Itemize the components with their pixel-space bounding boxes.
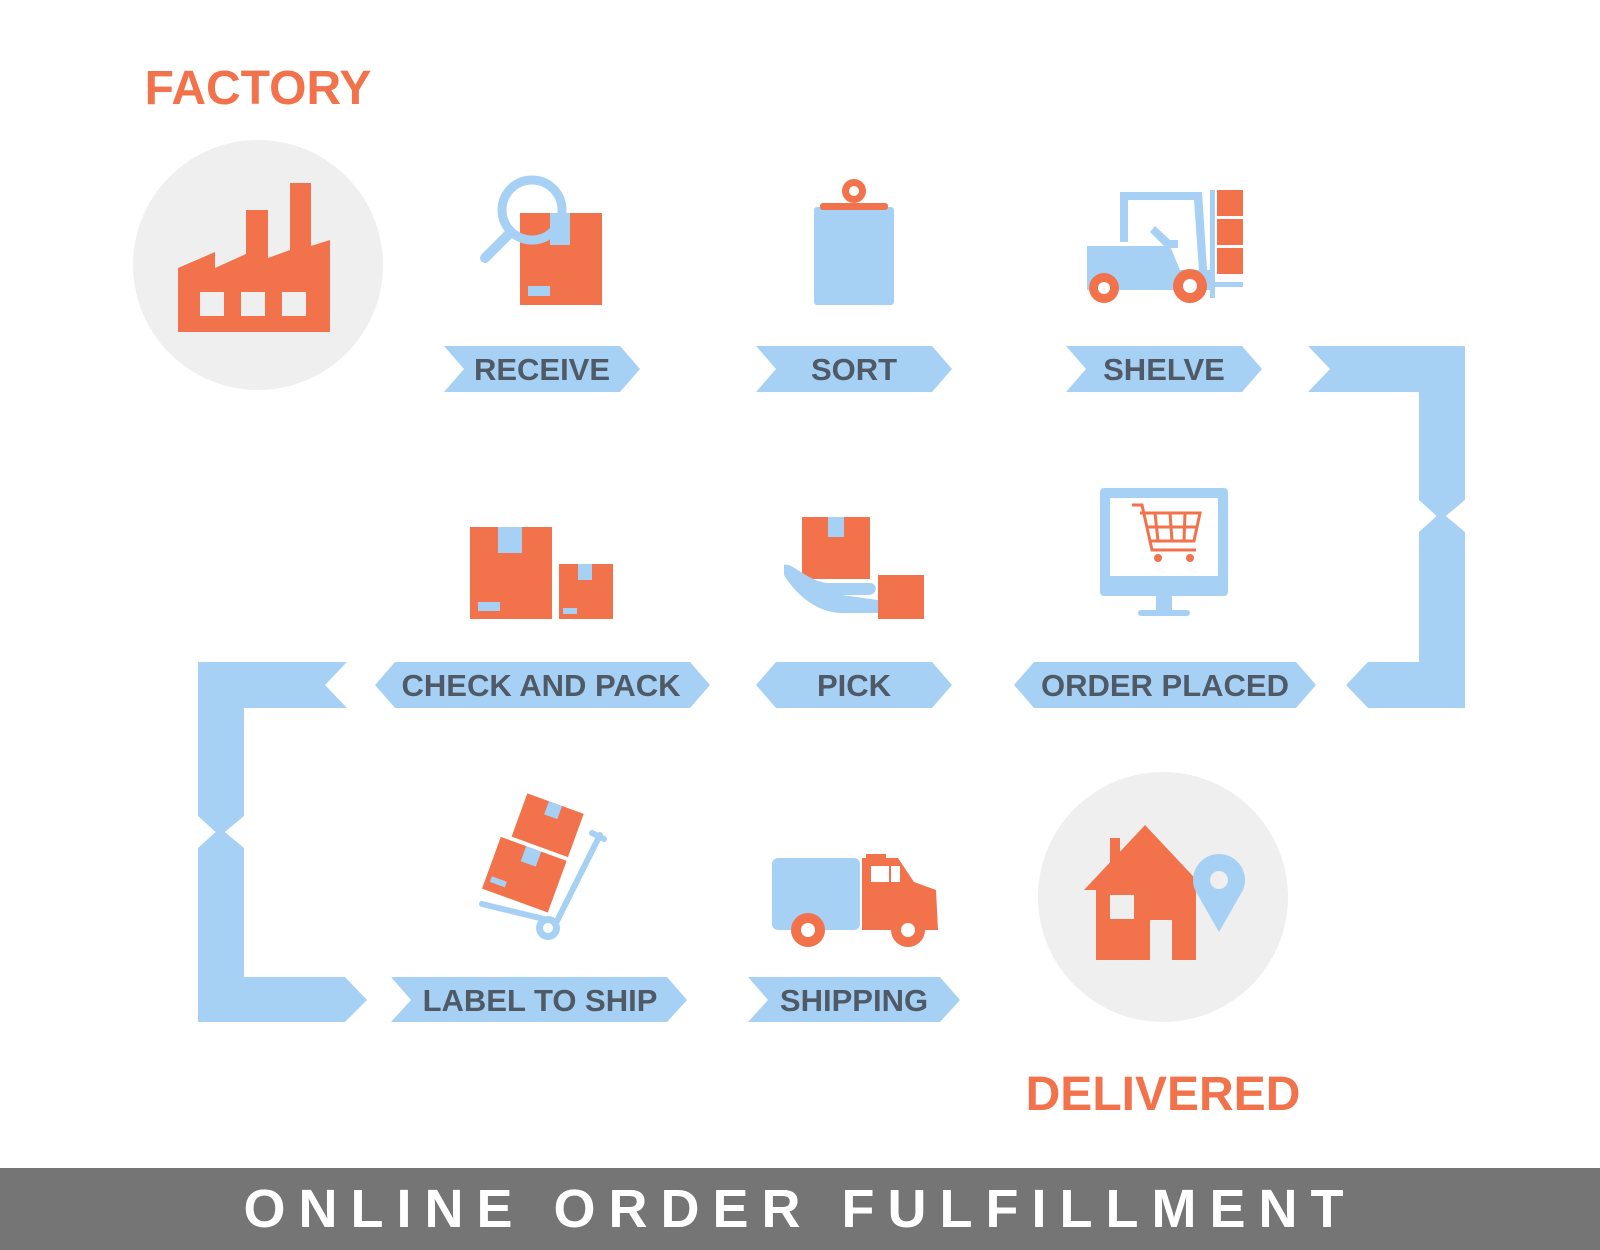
label-banner <box>748 977 960 1022</box>
step-label: CHECK AND PACK <box>402 668 682 703</box>
label-banner <box>1014 662 1316 708</box>
label-banner <box>756 662 952 708</box>
step-label-to-ship: LABEL TO SHIP <box>391 793 687 1022</box>
shopping-cart-icon <box>1132 503 1202 552</box>
label-banner <box>756 346 952 392</box>
label-banner <box>375 662 710 708</box>
step-label: SHELVE <box>1103 352 1225 387</box>
delivered-node <box>1038 772 1288 1022</box>
step-check-and-pack: CHECK AND PACK <box>375 527 710 708</box>
connector-right <box>1308 346 1465 708</box>
label-banner <box>444 346 640 392</box>
step-label: ORDER PLACED <box>1041 668 1289 703</box>
boxes-icon <box>470 527 613 619</box>
factory-title: FACTORY <box>145 62 372 115</box>
delivered-title: DELIVERED <box>1026 1068 1301 1121</box>
fulfillment-diagram: FACTORY DELIVERED <box>133 62 1465 1121</box>
computer-cart-icon <box>1100 488 1228 616</box>
step-sort: SORT <box>756 179 952 392</box>
step-label: SHIPPING <box>780 983 928 1018</box>
hand-box-icon <box>784 517 924 619</box>
truck-icon <box>772 854 938 947</box>
footer-bar: ONLINE ORDER FULFILLMENT <box>0 1168 1600 1250</box>
factory-node <box>133 140 383 390</box>
step-label: PICK <box>817 668 892 703</box>
step-shipping: SHIPPING <box>748 854 960 1022</box>
hand-truck-icon <box>479 793 607 940</box>
step-pick: PICK <box>756 517 952 708</box>
clipboard-icon <box>814 179 894 305</box>
magnifier-box-icon <box>480 175 602 305</box>
connector-left <box>198 662 367 1022</box>
factory-icon <box>178 183 330 332</box>
footer-title: ONLINE ORDER FULFILLMENT <box>243 1179 1357 1239</box>
step-shelve: SHELVE <box>1066 190 1262 392</box>
label-banner <box>1066 346 1262 392</box>
step-receive: RECEIVE <box>444 175 640 392</box>
step-order-placed: ORDER PLACED <box>1014 488 1316 708</box>
step-label: LABEL TO SHIP <box>423 983 658 1018</box>
step-label: SORT <box>811 352 897 387</box>
forklift-icon <box>1087 190 1243 303</box>
step-label: RECEIVE <box>474 352 610 387</box>
house-location-icon <box>1084 825 1246 960</box>
label-banner <box>391 977 687 1022</box>
